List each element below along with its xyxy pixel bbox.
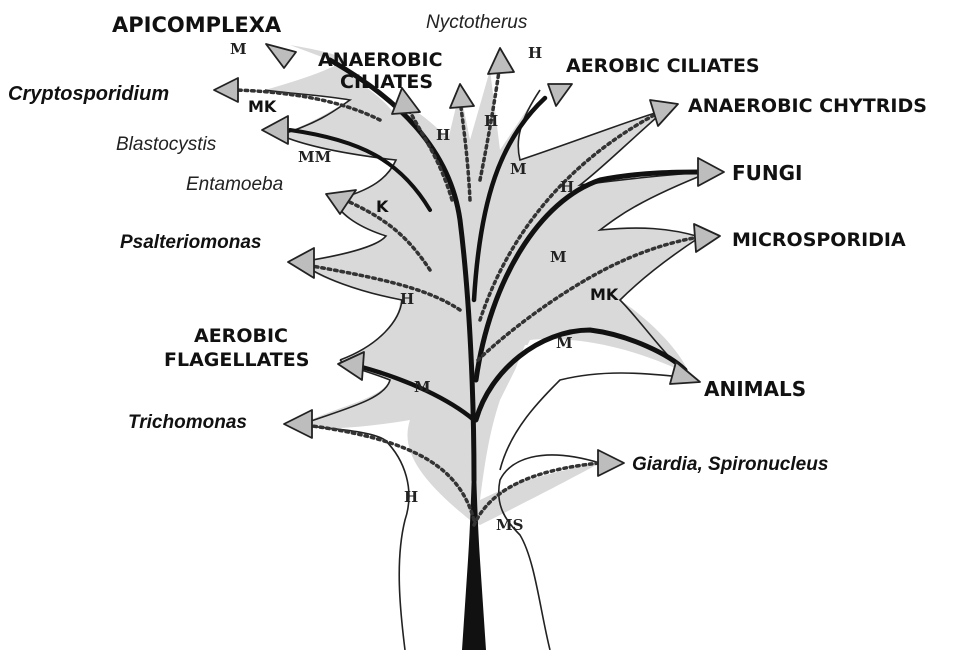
label-nyctotherus: Nyctotherus [426, 12, 528, 33]
arrowhead-nyctotherus [488, 48, 514, 74]
label-psalteriomonas: Psalteriomonas [120, 232, 262, 253]
marker-animals: M [556, 334, 573, 352]
label-animals: ANIMALS [704, 377, 806, 401]
label-microsporidia: MICROSPORIDIA [732, 229, 906, 251]
label-anaerobic-ciliates-2: CILIATES [340, 71, 433, 93]
label-blastocystis: Blastocystis [116, 134, 217, 155]
label-cryptosporidium: Cryptosporidium [8, 83, 169, 105]
arrowhead-aerobic-ciliates [548, 84, 572, 106]
arrowhead-anaerobic-chytrids [650, 100, 678, 126]
label-anaerobic-chytrids: ANAEROBIC CHYTRIDS [688, 95, 927, 117]
arrowhead-microsporidia [694, 224, 720, 252]
label-apicomplexa: APICOMPLEXA [112, 13, 282, 37]
label-trichomonas: Trichomonas [128, 412, 247, 433]
marker-cryptosporidium: MK [248, 97, 277, 116]
label-entamoeba: Entamoeba [186, 174, 283, 195]
arrowhead-cryptosporidium [214, 78, 238, 102]
marker-psalteriomonas: H [400, 290, 414, 308]
label-aerobic-flagellates-2: FLAGELLATES [164, 349, 309, 371]
marker-nyctotherus: H [528, 44, 542, 62]
marker-anaerobic-chytrids: H [560, 178, 574, 196]
arrowhead-giardia [598, 450, 624, 476]
marker-microsporidia: MK [590, 285, 619, 304]
label-anaerobic-ciliates-1: ANAEROBIC [318, 49, 443, 71]
gap-right-lower [500, 345, 690, 470]
marker-apicomplexa: M [230, 40, 247, 58]
marker-fungi: M [550, 248, 567, 266]
arrowhead-fungi [698, 158, 724, 186]
marker-aerobic-flagellates: M [414, 378, 431, 396]
arrowhead-apicomplexa [266, 44, 296, 68]
marker-entamoeba: K [376, 197, 389, 216]
label-aerobic-flagellates-1: AEROBIC [194, 325, 288, 347]
arrowhead-anaerobic-ciliates-r [450, 84, 474, 108]
marker-anaerobic-ciliates-right: H [484, 112, 498, 130]
marker-trichomonas: H [404, 488, 418, 506]
arrowhead-trichomonas [284, 410, 312, 438]
label-aerobic-ciliates: AEROBIC CILIATES [566, 55, 760, 77]
marker-blastocystis: MM [298, 148, 331, 166]
label-fungi: FUNGI [732, 161, 803, 185]
arrowhead-blastocystis [262, 116, 288, 144]
marker-anaerobic-ciliates-left: H [436, 126, 450, 144]
marker-aerobic-ciliates: M [510, 160, 527, 178]
marker-root: MS [496, 516, 523, 534]
arrowhead-psalteriomonas [288, 248, 314, 278]
label-giardia: Giardia, Spironucleus [632, 454, 828, 475]
